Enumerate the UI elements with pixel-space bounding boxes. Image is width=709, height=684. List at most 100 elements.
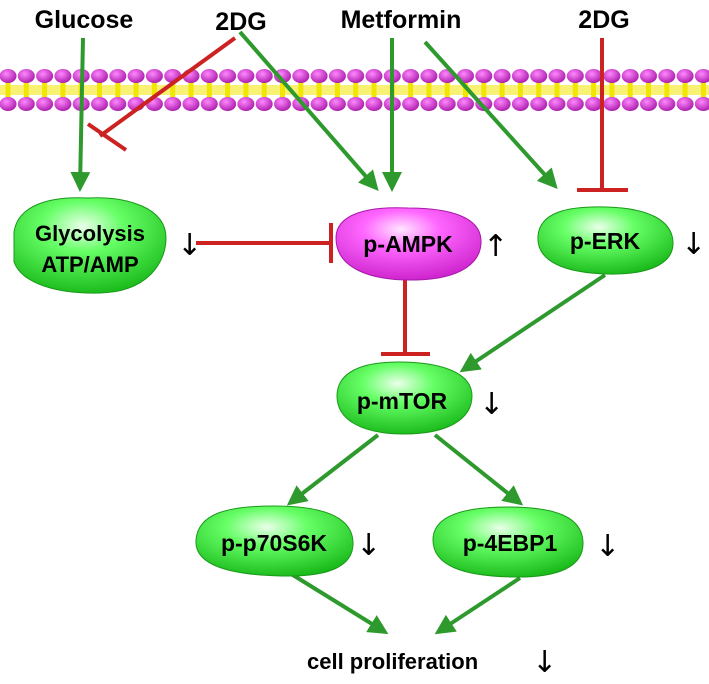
lipid-head (292, 69, 310, 83)
lipid-head (328, 69, 346, 83)
lipid-head (420, 69, 438, 83)
lipid-head (640, 97, 657, 111)
lipid-head (274, 97, 291, 111)
lipid-head (548, 97, 566, 111)
lipid-head (17, 69, 35, 83)
lipid-head (658, 97, 676, 111)
lipid-head (0, 97, 17, 111)
lipid-head (347, 97, 365, 111)
lipid-head (511, 97, 529, 111)
atp-amp-label: ATP/AMP (41, 252, 138, 277)
lipid-head (585, 69, 603, 83)
lipid-head (17, 97, 35, 111)
glycolysis-blob (13, 197, 167, 294)
lipid-head (457, 97, 474, 111)
lipid-head (511, 69, 529, 83)
arrow-4ebp1-to-proliferation (434, 576, 522, 635)
mtor-down-arrow: ↓ (479, 387, 504, 422)
mtor-blob (336, 361, 473, 435)
pathway-edges (70, 30, 628, 635)
lipid-head (36, 69, 54, 83)
lipid-head (676, 97, 694, 111)
lipid-head (200, 97, 218, 111)
cell-proliferation-label: cell proliferation (307, 649, 478, 674)
2dg-left-label: 2DG (215, 8, 266, 36)
p70s6k-label: p-p70S6K (221, 530, 327, 556)
arrow-glucose-to-glycolysis (70, 37, 91, 192)
lipid-head (255, 69, 273, 83)
lipid-head (109, 69, 127, 83)
erk-label: p-ERK (570, 228, 641, 254)
lipid-head (310, 69, 328, 83)
lipid-head (328, 97, 346, 111)
4ebp1-blob (432, 506, 584, 578)
erk-down-arrow: ↓ (681, 227, 706, 262)
lipid-head (36, 97, 54, 111)
node-erk: p-ERK ↓ (537, 206, 706, 275)
lipid-head (274, 69, 291, 83)
lipid-head (658, 69, 676, 83)
node-p70s6k: p-p70S6K ↓ (195, 505, 381, 577)
outcome: cell proliferation ↓ (307, 645, 557, 680)
p70s6k-down-arrow: ↓ (356, 528, 381, 563)
arrow-erk-to-mtor (459, 273, 607, 373)
arrow-2dg-to-ampk (238, 30, 379, 192)
lipid-head (402, 69, 420, 83)
mtor-label: p-mTOR (357, 388, 448, 414)
inputs: Glucose 2DG Metformin 2DG (35, 6, 630, 36)
lipid-head (493, 69, 511, 83)
lipid-head (164, 97, 182, 111)
lipid-head (694, 97, 709, 111)
lipid-head (475, 69, 493, 83)
inhibit-2dg-to-glycolysis (98, 36, 237, 138)
lipid-head (127, 69, 145, 83)
arrow-mtor-to-4ebp1 (433, 433, 524, 506)
glycolysis-label: Glycolysis (35, 221, 145, 246)
lipid-head (237, 97, 255, 111)
lipid-head (182, 97, 200, 111)
lipid-head (54, 69, 72, 83)
lipid-head (640, 69, 657, 83)
metformin-label: Metformin (341, 6, 462, 34)
cell-proliferation-down-arrow: ↓ (532, 645, 557, 680)
lipid-head (54, 97, 72, 111)
lipid-head (347, 69, 365, 83)
lipid-head (402, 97, 420, 111)
lipid-head (109, 97, 127, 111)
lipid-head (548, 69, 566, 83)
inhibit-2dg-to-glycolysis-bar (86, 122, 128, 152)
p70s6k-blob (195, 505, 354, 577)
lipid-head (237, 69, 255, 83)
lipid-head (255, 97, 273, 111)
lipid-head (365, 69, 383, 83)
glycolysis-down-arrow: ↓ (177, 228, 202, 263)
4ebp1-down-arrow: ↓ (595, 529, 620, 564)
lipid-head (145, 69, 163, 83)
lipid-head (603, 69, 621, 83)
lipid-head (438, 97, 456, 111)
lipid-head (219, 97, 237, 111)
lipid-head (420, 97, 438, 111)
lipid-head (621, 97, 639, 111)
lipid-head (530, 69, 548, 83)
lipid-head (493, 97, 511, 111)
lipid-head (365, 97, 383, 111)
lipid-head (566, 97, 584, 111)
ampk-label: p-AMPK (363, 231, 453, 257)
lipid-head (694, 69, 709, 83)
4ebp1-label: p-4EBP1 (463, 530, 558, 556)
node-ampk: p-AMPK ↑ (335, 207, 508, 281)
lipid-head (530, 97, 548, 111)
lipid-head (0, 69, 17, 83)
lipid-head (200, 69, 218, 83)
arrow-mtor-to-p70s6k (286, 433, 380, 506)
arrow-p70s6k-to-proliferation (286, 570, 389, 635)
node-mtor: p-mTOR ↓ (336, 361, 504, 435)
lipid-head (219, 69, 237, 83)
glucose-label: Glucose (35, 6, 134, 34)
ampk-up-arrow: ↑ (483, 229, 508, 264)
lipid-head (603, 97, 621, 111)
membrane-core (0, 85, 709, 95)
ampk-blob (335, 207, 482, 281)
